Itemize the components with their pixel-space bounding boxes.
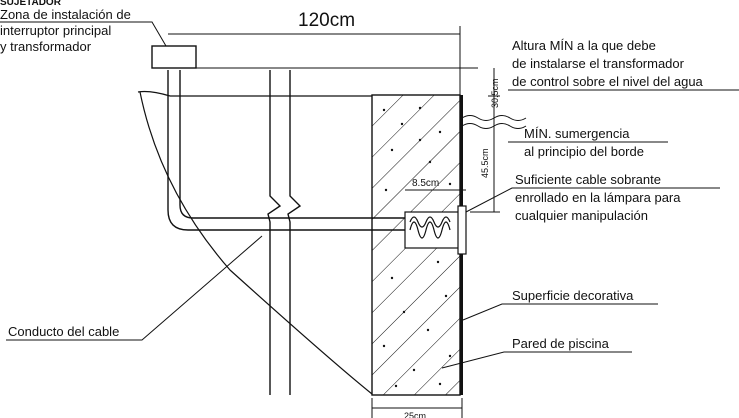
pool-wall-label: Pared de piscina	[512, 336, 610, 351]
min-height-line1: Altura MÍN a la que debe	[512, 38, 656, 53]
cable-leader	[465, 187, 720, 213]
header-partial: SUJETADOR	[0, 0, 62, 8]
ground-curve	[139, 91, 373, 395]
pool-wall-leader	[441, 351, 632, 369]
zone-label-line3: y transformador	[0, 39, 92, 54]
zone-leader	[0, 21, 167, 47]
coiled-cable-upper	[409, 216, 451, 228]
dim-45-5-label: 45.5cm	[480, 148, 490, 178]
zone-label-line2: interruptor principal	[0, 23, 111, 38]
cable-label-line3: cualquier manipulación	[515, 208, 648, 223]
min-height-line2: de instalarse el transformador	[512, 56, 685, 71]
vertical-pipe-left-wall	[267, 70, 282, 395]
cable-label-line2: enrollado en la lámpara para	[515, 190, 681, 205]
min-submersion-line2: al principio del borde	[524, 144, 644, 159]
ground-line-left	[137, 90, 171, 97]
decorative-surface-label: Superficie decorativa	[512, 288, 634, 303]
decorative-leader	[462, 303, 658, 321]
min-submersion-line1: MÍN. sumergencia	[524, 126, 630, 141]
cable-conduit-inner	[179, 70, 405, 219]
cable-conduit-outer	[167, 70, 405, 231]
dim-8-5-label: 8.5cm	[412, 178, 439, 189]
dim-30-5-label: 30.5cm	[490, 78, 500, 108]
dim-120-label: 120cm	[298, 10, 355, 31]
coiled-cable	[409, 221, 451, 239]
dim-25-label: 25cm	[404, 411, 426, 418]
min-height-line3: de control sobre el nivel del agua	[512, 74, 704, 89]
junction-box	[151, 45, 197, 69]
vertical-pipe-right-wall	[287, 70, 302, 395]
cable-conduit-label: Conducto del cable	[8, 324, 119, 339]
cable-conduit-leader	[6, 235, 263, 341]
zone-label-line1: Zona de instalación de	[0, 7, 131, 22]
lamp-face	[457, 205, 467, 255]
cable-label-line1: Suficiente cable sobrante	[515, 172, 661, 187]
